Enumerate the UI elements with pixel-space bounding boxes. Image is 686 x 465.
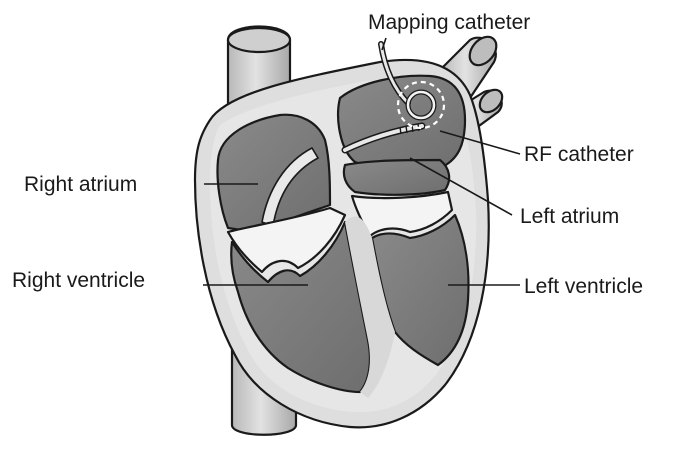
label-right-ventricle: Right ventricle xyxy=(12,270,145,291)
label-rf-catheter: RF catheter xyxy=(524,144,634,165)
label-left-atrium: Left atrium xyxy=(520,206,619,227)
left-atrium xyxy=(338,76,465,172)
label-mapping-catheter: Mapping catheter xyxy=(368,12,530,33)
label-right-atrium: Right atrium xyxy=(24,174,137,195)
superior-vena-cava-opening xyxy=(228,28,290,52)
left-atrium-lower xyxy=(344,160,449,195)
label-left-ventricle: Left ventricle xyxy=(524,276,643,297)
